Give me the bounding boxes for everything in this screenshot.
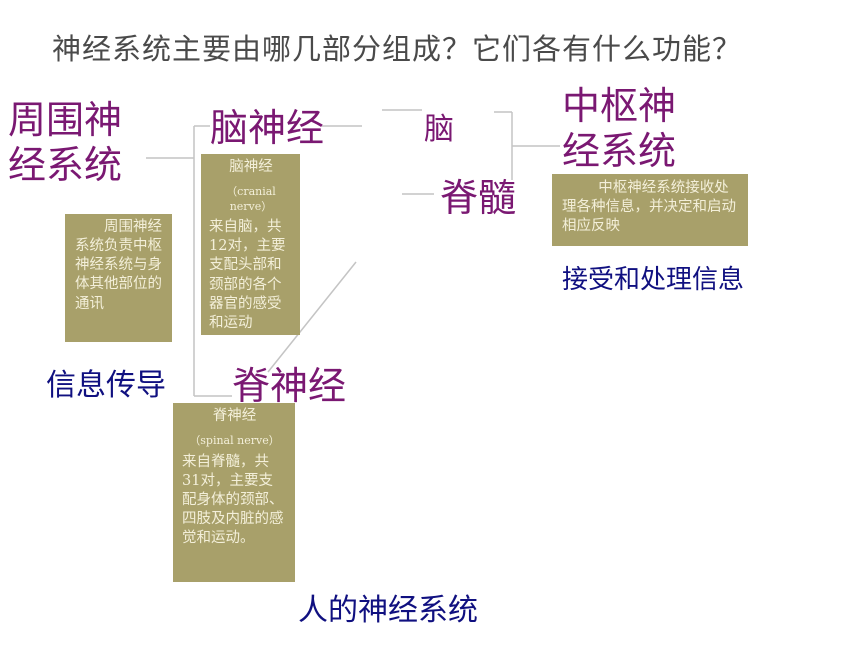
brain-label: 脑 (424, 112, 454, 147)
spinal-box-en: （spinal nerve） (189, 434, 280, 448)
diagram-caption: 人的神经系统 (298, 593, 478, 628)
spinal-box-body: 来自脊髓，共31对，主要支配身体的颈部、四肢及内脏的感觉和运动。 (182, 453, 284, 547)
central-title-line1: 中枢神 (562, 84, 677, 128)
cranial-box-en: （cranial nerve） (226, 185, 276, 213)
peripheral-desc-box: 周围神经系统负责中枢神经系统与身体其他部位的通讯 (65, 214, 172, 342)
cranial-desc-box: 脑神经 （cranial nerve） 来自脑，共12对，主要支配头部和颈部的各… (201, 154, 300, 335)
peripheral-title-line1: 周围神 (8, 98, 123, 142)
central-title-line2: 经系统 (562, 128, 677, 173)
central-desc-box: 中枢神经系统接收处理各种信息，并决定和启动相应反映 (552, 174, 748, 246)
cranial-title: 脑神经 (210, 106, 325, 150)
spinal-title: 脊神经 (232, 364, 347, 408)
peripheral-title-line2: 经系统 (8, 142, 123, 187)
peripheral-title: 周围神 经系统 (8, 98, 122, 188)
spinal-box-title: 脊神经 (212, 408, 257, 424)
central-desc: 中枢神经系统接收处理各种信息，并决定和启动相应反映 (562, 180, 736, 235)
cranial-box-title: 脑神经 (229, 159, 273, 175)
central-function: 接受和处理信息 (562, 265, 745, 295)
central-title: 中枢神 经系统 (562, 84, 676, 174)
spinal-cord-diagonal (267, 261, 357, 373)
peripheral-function: 信息传导 (46, 368, 166, 403)
spinal-desc-box: 脊神经 （spinal nerve） 来自脊髓，共31对，主要支配身体的颈部、四… (173, 403, 295, 582)
question-heading: 神经系统主要由哪几部分组成？它们各有什么功能？ (52, 32, 743, 66)
cranial-box-body: 来自脑，共12对，主要支配头部和颈部的各个器官的感受和运动 (209, 219, 286, 331)
peripheral-desc: 周围神经系统负责中枢神经系统与身体其他部位的通讯 (75, 219, 162, 312)
spinal-cord-label: 脊髓 (440, 176, 517, 220)
